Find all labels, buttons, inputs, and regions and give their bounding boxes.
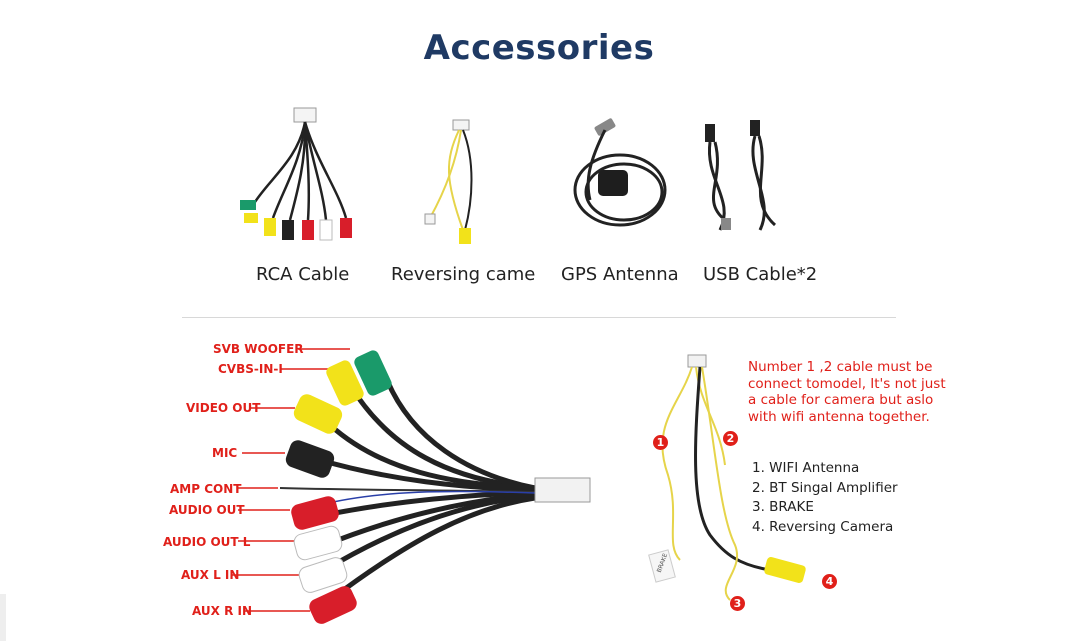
camera-cable-legend: 1. WIFI Antenna 2. BT Singal Amplifier 3… <box>752 459 898 538</box>
connector-label-aux-l-in: AUX L IN <box>181 568 240 582</box>
legend-item-brake: 3. BRAKE <box>752 499 814 516</box>
section-divider <box>182 317 896 318</box>
product-caption-rca: RCA Cable <box>256 264 350 285</box>
badge-1: 1 <box>653 435 668 450</box>
connector-label-svb-woofer: SVB WOOFER <box>213 342 304 356</box>
rca-cable-image <box>228 100 388 250</box>
connector-label-amp-cont: AMP CONT <box>170 482 242 496</box>
product-caption-usb: USB Cable*2 <box>703 264 818 285</box>
badge-4: 4 <box>822 574 837 589</box>
product-caption-gps: GPS Antenna <box>561 264 679 285</box>
legend-item-wifi: 1. WIFI Antenna <box>752 460 860 476</box>
badge-2: 2 <box>723 431 738 446</box>
legend-item-bt: 2. BT Singal Amplifier <box>752 479 898 496</box>
reversing-camera-cable-image <box>385 100 545 250</box>
connector-label-mic: MIC <box>212 446 238 460</box>
connector-label-audio-out: AUDIO OUT <box>169 503 245 517</box>
corner-edge <box>0 594 6 641</box>
connector-label-video-out: VIDEO OUT <box>186 401 261 415</box>
legend-item-camera: 4. Reversing Camera <box>752 519 894 536</box>
gps-antenna-image <box>540 100 700 250</box>
badge-3: 3 <box>730 596 745 611</box>
connector-label-audio-out-l: AUDIO OUT L <box>163 535 251 549</box>
connector-label-cvbs-in: CVBS-IN-I <box>218 362 283 376</box>
page-title: Accessories <box>423 28 655 68</box>
connector-label-aux-r-in: AUX R IN <box>192 604 253 618</box>
product-caption-reversing: Reversing camera cable <box>391 264 537 285</box>
camera-cable-diagram: BRAKE <box>640 345 870 625</box>
camera-cable-note: Number 1 ,2 cable must be connect tomode… <box>748 359 946 425</box>
usb-cable-image <box>675 100 835 250</box>
rca-cable-diagram <box>150 330 630 635</box>
